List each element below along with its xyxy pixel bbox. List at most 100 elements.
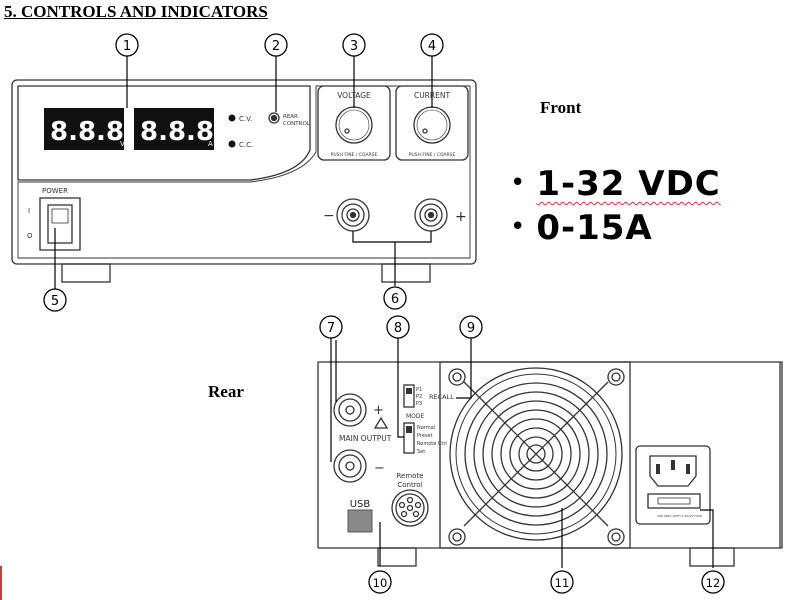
callout-1 bbox=[115, 33, 139, 57]
callout-10-label: 10 bbox=[373, 576, 388, 590]
voltage-knob-icon bbox=[335, 106, 373, 144]
callout-4 bbox=[420, 33, 444, 57]
voltage-display-digits: 8.8.8. bbox=[50, 117, 134, 147]
callouts: 1 2 3 4 5 6 7 8 9 10 11 12 bbox=[43, 33, 725, 594]
rear-label: Rear bbox=[208, 382, 244, 401]
rear-foot-right bbox=[689, 547, 735, 567]
front-panel-outline bbox=[11, 79, 477, 265]
fan-screw-icon bbox=[607, 528, 625, 546]
callout-7-label: 7 bbox=[327, 321, 335, 336]
callout-12-label: 12 bbox=[706, 576, 721, 590]
p3-label: P3 bbox=[416, 401, 422, 407]
rear-positive-terminal-icon bbox=[333, 393, 367, 427]
mode-set-label: Set bbox=[417, 449, 425, 455]
callout-3-label: 3 bbox=[350, 39, 358, 54]
fuse-holder bbox=[647, 493, 701, 509]
mode-switch bbox=[403, 422, 415, 454]
callout-8-label: 8 bbox=[394, 321, 402, 336]
current-display-digits: 8.8.8. bbox=[140, 117, 224, 147]
callout-3 bbox=[342, 33, 366, 57]
rear-minus-label: − bbox=[374, 461, 385, 476]
voltage-label: VOLTAGE bbox=[337, 91, 371, 100]
cc-led-icon bbox=[228, 140, 236, 148]
spec-voltage-text: 1-32 VDC bbox=[536, 164, 721, 204]
cv-led-icon bbox=[228, 114, 236, 122]
mode-normal-label: Normal bbox=[417, 425, 435, 431]
front-foot-right bbox=[381, 263, 431, 283]
current-unit: A bbox=[208, 140, 213, 148]
rear-control-label-2: CONTROL bbox=[283, 121, 311, 127]
main-output-label: MAIN OUTPUT bbox=[339, 434, 392, 443]
callout-9 bbox=[459, 315, 483, 339]
front-minus-label: − bbox=[323, 208, 335, 224]
callout-7 bbox=[319, 315, 343, 339]
fan-screw-icon bbox=[607, 368, 625, 386]
recall-switch bbox=[403, 384, 415, 408]
display-zone bbox=[17, 85, 311, 181]
fuse-note: USE ONLY WITH A 20A/5 FUSE bbox=[657, 514, 702, 518]
callout-10 bbox=[368, 570, 392, 594]
bullet-icon: • bbox=[510, 212, 527, 242]
rear-plus-label: + bbox=[373, 403, 384, 418]
current-display bbox=[134, 108, 214, 150]
callout-12 bbox=[701, 570, 725, 594]
edge-mark bbox=[0, 566, 2, 600]
recall-label: RECALL bbox=[429, 393, 454, 401]
callout-2 bbox=[264, 33, 288, 57]
callout-4-label: 4 bbox=[428, 39, 436, 54]
p1-label: P1 bbox=[416, 387, 422, 393]
cv-label: C.V. bbox=[239, 115, 252, 123]
fan-grille-icon bbox=[449, 367, 623, 541]
voltage-display bbox=[44, 108, 124, 150]
p2-label: P2 bbox=[416, 394, 422, 400]
rear-control-indicator-icon bbox=[268, 112, 280, 124]
page-heading: 5. CONTROLS AND INDICATORS bbox=[4, 2, 268, 21]
callout-5 bbox=[43, 288, 67, 312]
spec-current-text: 0-15A bbox=[536, 208, 653, 248]
cc-label: C.C. bbox=[239, 141, 253, 149]
callout-2-label: 2 bbox=[272, 39, 280, 54]
rear-negative-terminal-icon bbox=[333, 449, 367, 483]
front-panel bbox=[11, 79, 477, 283]
bullet-icon: • bbox=[510, 168, 527, 198]
mode-label: MODE bbox=[406, 413, 425, 420]
rear-panel bbox=[317, 361, 783, 567]
warning-icon bbox=[373, 416, 389, 429]
callout-11 bbox=[550, 570, 574, 594]
remote-control-connector-icon bbox=[391, 489, 429, 527]
power-label: POWER bbox=[42, 187, 68, 195]
callout-5-label: 5 bbox=[51, 294, 59, 309]
remote-control-label-1: Remote bbox=[396, 472, 423, 480]
callout-8 bbox=[386, 315, 410, 339]
mode-remote-label: Remote Ctrl bbox=[417, 441, 447, 447]
power-switch-rocker bbox=[47, 204, 73, 244]
spec-voltage: • 1-32 VDC bbox=[510, 164, 721, 204]
fan-screw-icon bbox=[448, 368, 466, 386]
current-label: CURRENT bbox=[414, 91, 450, 100]
current-knob-icon bbox=[413, 106, 451, 144]
remote-control-label-2: Control bbox=[397, 481, 422, 489]
callout-9-label: 9 bbox=[467, 321, 475, 336]
mode-preset-label: Preset bbox=[417, 433, 433, 439]
fan-screw-icon bbox=[448, 528, 466, 546]
leader-lines bbox=[54, 56, 714, 568]
front-plus-label: + bbox=[455, 209, 467, 225]
front-label: Front bbox=[540, 98, 582, 117]
current-push-label: PUSH FINE / COARSE bbox=[409, 152, 456, 158]
ac-inlet-module bbox=[635, 445, 711, 525]
voltage-push-label: PUSH FINE / COARSE bbox=[331, 152, 378, 158]
rear-foot-left bbox=[377, 547, 417, 567]
spec-current: • 0-15A bbox=[510, 208, 653, 248]
power-switch-frame bbox=[39, 197, 81, 251]
switch-off-label: O bbox=[27, 232, 33, 240]
callout-11-label: 11 bbox=[555, 576, 570, 590]
front-foot-left bbox=[61, 263, 111, 283]
usb-label: USB bbox=[350, 499, 371, 510]
power-inlet-icon bbox=[649, 455, 697, 487]
callout-1-label: 1 bbox=[123, 39, 131, 54]
rear-control-label-1: REAR bbox=[283, 114, 298, 120]
switch-on-label: I bbox=[28, 207, 30, 215]
callout-6 bbox=[383, 286, 407, 310]
voltage-unit: V bbox=[120, 140, 125, 148]
